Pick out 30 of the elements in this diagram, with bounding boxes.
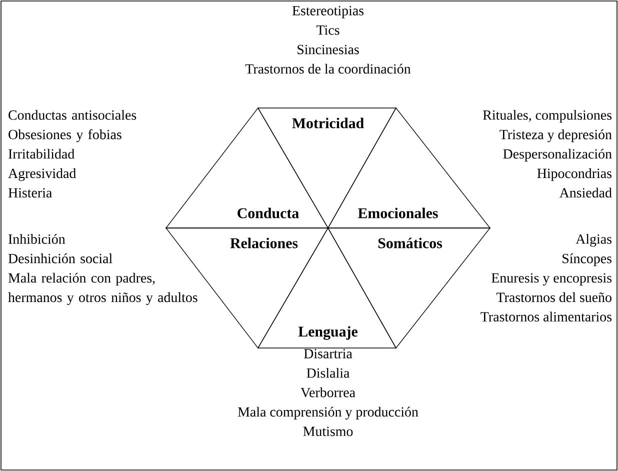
node-label: Despersonalización (503, 148, 612, 162)
node-label: Hipocondrias (537, 168, 612, 181)
node-label: Tics (316, 25, 340, 35)
symptom-list: Conductas antisociales Obsesiones y fobias Irritabilidad Agresividad Histeria (8, 110, 136, 198)
symptom-list: Rituales, compulsiones Tristeza y depresión Despersonalización Hipocondrias Ansiedad (483, 110, 612, 198)
node-label: Síncopes (562, 253, 612, 266)
node-label: Agresividad (8, 168, 76, 181)
node-label: Algias (576, 234, 612, 247)
symptom-list: Estereotipias Tics Sincinesias Trastornos de la coordinación (245, 6, 411, 74)
node-label: Histeria (8, 188, 52, 198)
node-label: Obsesiones y fobias (8, 129, 122, 142)
symptom-list: Inhibición Desinhición social Mala relación con padres, hermanos y otros niños y adultos (8, 234, 198, 305)
node-label: Estereotipias (292, 6, 364, 18)
node-label: Mutismo (303, 426, 353, 436)
node-label: Enuresis y encopresis (492, 273, 612, 286)
node-label: Ansiedad (559, 188, 612, 198)
node-label: Rituales, compulsiones (483, 110, 612, 123)
node-label: Disartria (304, 348, 352, 358)
node-label: Trastornos alimentarios (480, 312, 612, 322)
node-label: Verborrea (300, 387, 356, 398)
node-label: Tristeza y depresión (500, 129, 612, 142)
symptom-list: Algias Síncopes Enuresis y encopresis Trastornos del sueño Trastornos alimentarios (480, 234, 612, 322)
symptom-list: Disartria Dislalia Verborrea Mala comprensión y producción Mutismo (238, 349, 418, 436)
node-label: Sincinesias (298, 44, 359, 54)
node-label: Conductas antisociales (8, 110, 136, 120)
node-label: Mala comprensión y producción (238, 406, 418, 420)
node-label: Trastornos de la coordinación (245, 64, 411, 74)
node-label: Dislalia (306, 368, 350, 378)
node-label: Trastornos del sueño (496, 292, 612, 302)
node-label: Irritabilidad (8, 148, 74, 159)
